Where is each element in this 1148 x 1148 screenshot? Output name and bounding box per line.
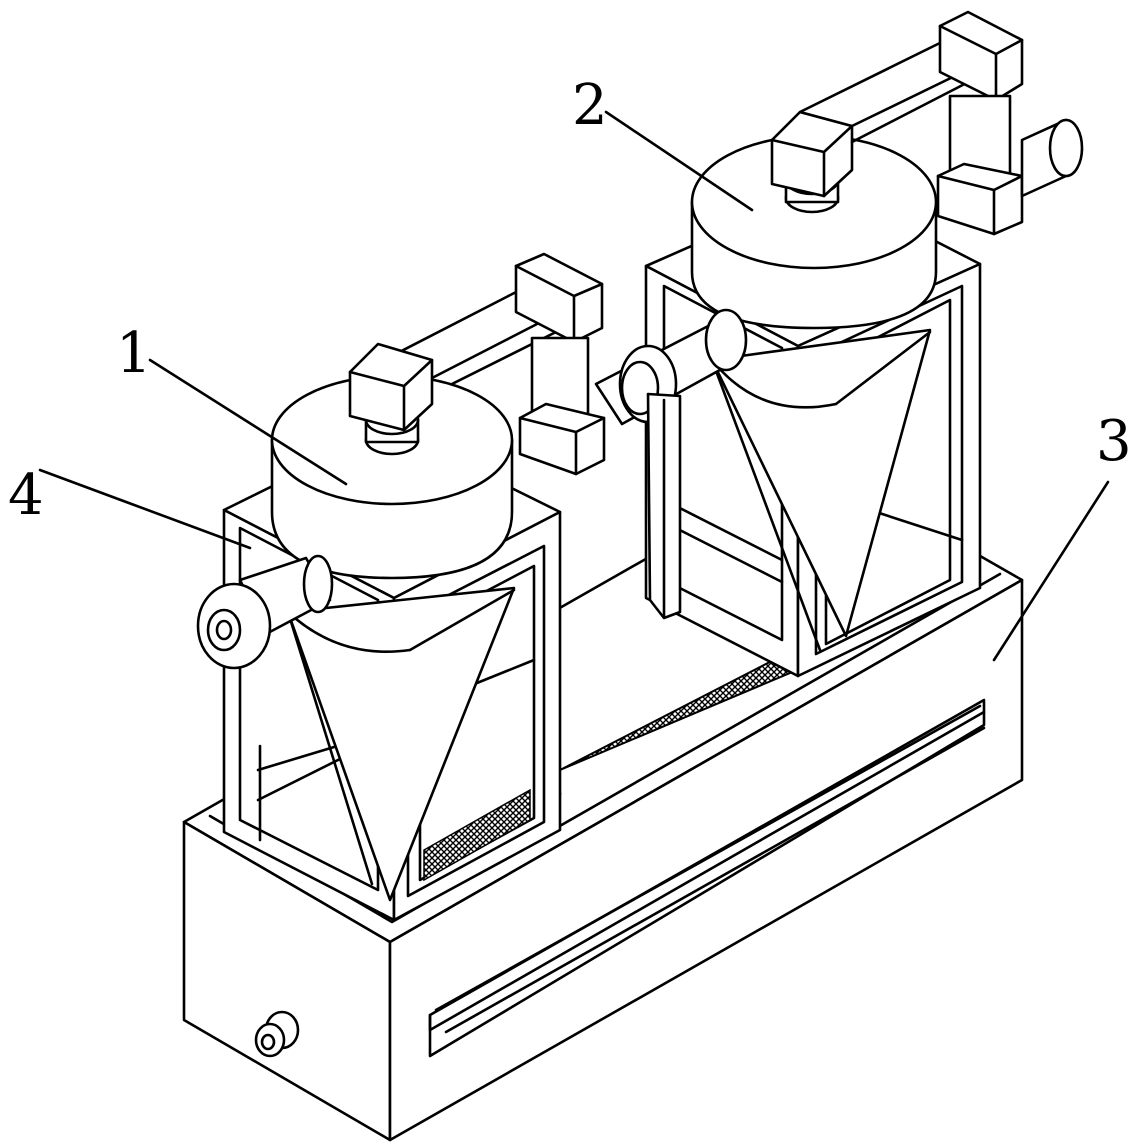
label-2: 2 (572, 73, 608, 138)
drawer-slot (428, 698, 986, 1058)
left-cyclone-unit (196, 252, 606, 922)
right-cone-rim (834, 330, 932, 406)
left-lower-elbow (518, 402, 606, 476)
leader-4 (38, 468, 252, 550)
right-crossbar (662, 498, 784, 562)
drawer-rail-lower (444, 726, 986, 1034)
left-top-elbow (348, 342, 434, 432)
leader-lines (38, 110, 1110, 662)
right-corner-elbow (938, 10, 1024, 102)
right-crossbar-3 (868, 508, 964, 542)
connecting-pipe (594, 308, 748, 620)
right-lower-elbow (936, 162, 1024, 236)
label-1: 1 (116, 321, 152, 386)
left-cone (286, 586, 516, 902)
label-4: 4 (8, 463, 44, 528)
drain-knob (254, 1010, 300, 1058)
right-crossbar-2 (662, 520, 784, 584)
right-cone-edge (710, 358, 822, 652)
right-cone-top-curve (710, 358, 838, 409)
leader-2 (604, 110, 754, 212)
right-cone (710, 328, 932, 638)
leader-1 (148, 358, 348, 486)
left-vertical-pipe (530, 336, 590, 418)
left-mesh (423, 788, 531, 882)
leader-3 (992, 480, 1110, 662)
label-3: 3 (1096, 409, 1132, 474)
drawer-rail (434, 704, 982, 1012)
right-cyclone-unit (644, 10, 1084, 678)
drawer-lip (428, 710, 986, 1032)
